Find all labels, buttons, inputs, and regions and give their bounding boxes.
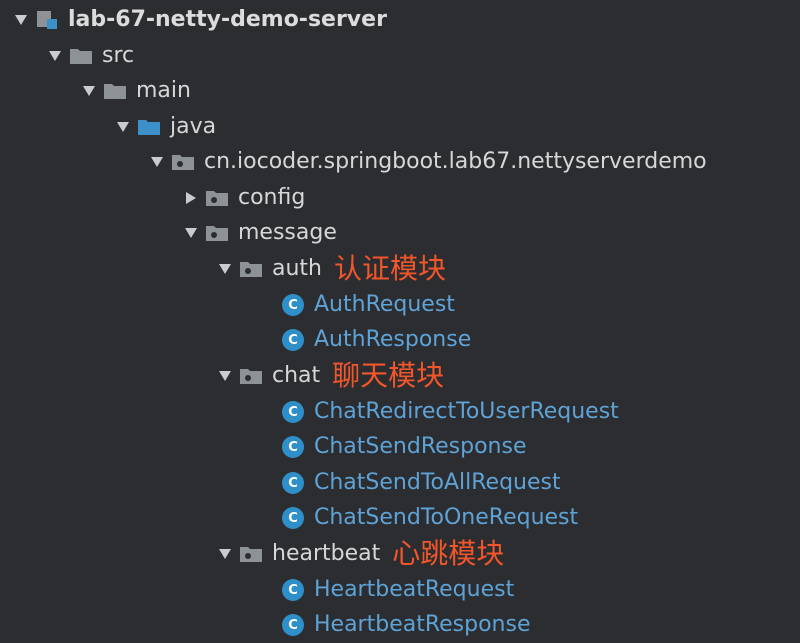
expanded-arrow-icon[interactable] <box>144 144 170 180</box>
heartbeat-annotation: 心跳模块 <box>392 537 505 570</box>
class-label: ChatSendResponse <box>314 434 527 459</box>
class-icon: C <box>280 500 306 536</box>
folder-icon <box>102 73 128 109</box>
class-node-chat-send-response[interactable]: C ChatSendResponse <box>280 429 526 465</box>
class-label: HeartbeatRequest <box>314 577 515 602</box>
package-icon <box>204 180 230 216</box>
folder-icon <box>68 38 94 74</box>
expanded-arrow-icon[interactable] <box>42 38 68 74</box>
class-node-auth-request[interactable]: C AuthRequest <box>280 287 455 323</box>
expanded-arrow-icon[interactable] <box>76 73 102 109</box>
class-node-heartbeat-response[interactable]: C HeartbeatResponse <box>280 607 531 643</box>
expanded-arrow-icon[interactable] <box>212 251 238 287</box>
class-label: ChatRedirectToUserRequest <box>314 399 619 424</box>
class-icon: C <box>280 287 306 323</box>
tree-node-root-module[interactable]: lab-67-netty-demo-server <box>8 2 387 38</box>
tree-node-heartbeat[interactable]: heartbeat 心跳模块 <box>212 536 504 572</box>
root-module-label: lab-67-netty-demo-server <box>68 7 387 32</box>
expanded-arrow-icon[interactable] <box>8 2 34 38</box>
config-label: config <box>238 185 306 210</box>
package-icon <box>170 144 196 180</box>
chat-annotation: 聊天模块 <box>332 359 445 392</box>
class-icon: C <box>280 465 306 501</box>
main-label: main <box>136 78 191 103</box>
class-icon: C <box>280 394 306 430</box>
class-node-chat-redirect-to-user-request[interactable]: C ChatRedirectToUserRequest <box>280 394 619 430</box>
module-icon <box>34 2 60 38</box>
package-icon <box>238 251 264 287</box>
tree-node-package[interactable]: cn.iocoder.springboot.lab67.nettyserverd… <box>144 144 707 180</box>
expanded-arrow-icon[interactable] <box>110 109 136 145</box>
collapsed-arrow-icon[interactable] <box>178 180 204 216</box>
package-label: cn.iocoder.springboot.lab67.nettyserverd… <box>204 149 707 174</box>
tree-node-message[interactable]: message <box>178 215 337 251</box>
package-icon <box>238 536 264 572</box>
class-label: AuthResponse <box>314 327 472 352</box>
tree-node-src[interactable]: src <box>42 38 134 74</box>
expanded-arrow-icon[interactable] <box>212 358 238 394</box>
auth-label: auth <box>272 256 322 281</box>
auth-annotation: 认证模块 <box>334 252 447 285</box>
class-icon: C <box>280 322 306 358</box>
class-label: AuthRequest <box>314 292 455 317</box>
src-label: src <box>102 43 135 68</box>
class-node-auth-response[interactable]: C AuthResponse <box>280 322 471 358</box>
tree-node-config[interactable]: config <box>178 180 305 216</box>
tree-node-main[interactable]: main <box>76 73 191 109</box>
expanded-arrow-icon[interactable] <box>178 215 204 251</box>
package-icon <box>238 358 264 394</box>
class-node-chat-send-to-all-request[interactable]: C ChatSendToAllRequest <box>280 465 561 501</box>
expanded-arrow-icon[interactable] <box>212 536 238 572</box>
class-label: HeartbeatResponse <box>314 612 531 637</box>
package-icon <box>204 215 230 251</box>
tree-node-chat[interactable]: chat 聊天模块 <box>212 358 444 394</box>
class-node-heartbeat-request[interactable]: C HeartbeatRequest <box>280 572 514 608</box>
class-icon: C <box>280 572 306 608</box>
tree-node-java[interactable]: java <box>110 109 216 145</box>
source-folder-icon <box>136 109 162 145</box>
message-label: message <box>238 220 337 245</box>
class-label: ChatSendToAllRequest <box>314 470 561 495</box>
class-icon: C <box>280 429 306 465</box>
heartbeat-label: heartbeat <box>272 541 381 566</box>
class-node-chat-send-to-one-request[interactable]: C ChatSendToOneRequest <box>280 500 578 536</box>
tree-node-auth[interactable]: auth 认证模块 <box>212 251 446 287</box>
chat-label: chat <box>272 363 321 388</box>
class-label: ChatSendToOneRequest <box>314 505 579 530</box>
class-icon: C <box>280 607 306 643</box>
java-label: java <box>170 114 217 139</box>
